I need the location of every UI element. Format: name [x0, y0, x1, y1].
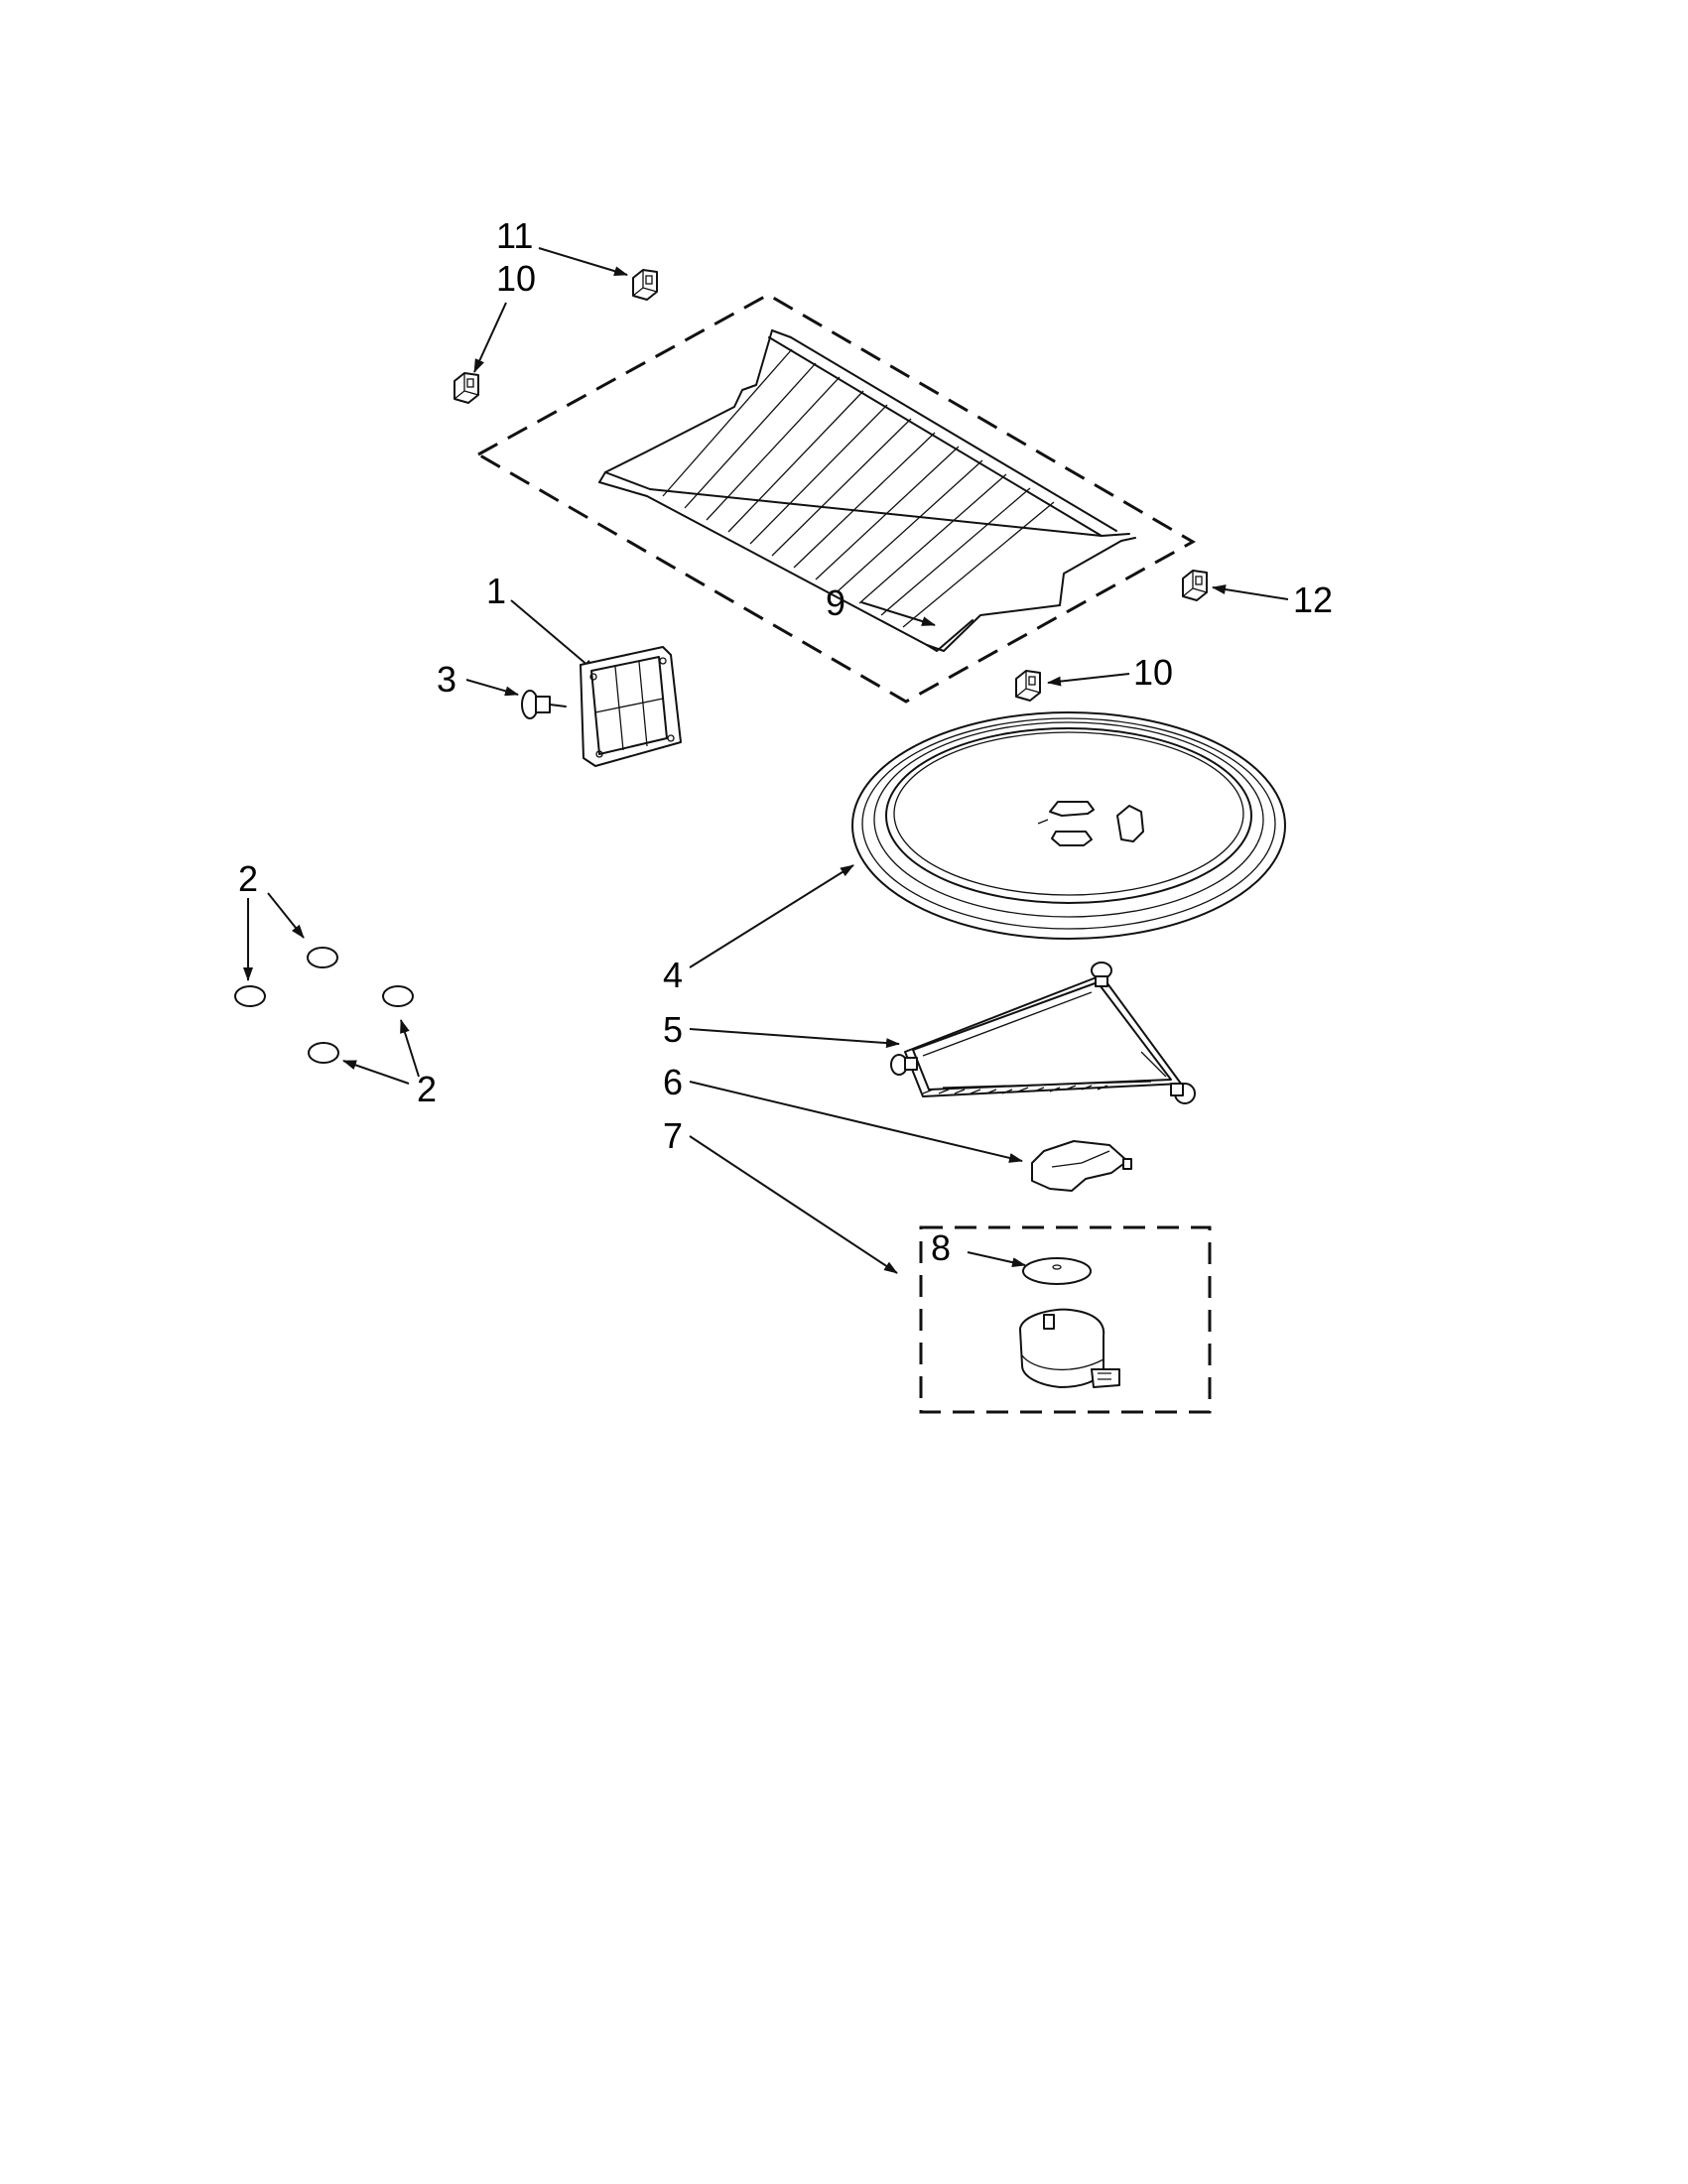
- part-10-clip-top: [454, 372, 479, 404]
- callout-7: 7: [663, 1115, 683, 1156]
- callout-2-top: 2: [238, 858, 258, 899]
- part-5-roller-ring: [890, 962, 1196, 1104]
- leader-1: [510, 599, 596, 673]
- callout-6: 6: [663, 1062, 683, 1102]
- leader-4: [689, 864, 854, 968]
- part-7-motor: [1019, 1308, 1120, 1388]
- callout-11: 11: [496, 215, 533, 256]
- part-2-foot-d: [308, 1042, 339, 1064]
- part-1-cover: [580, 646, 682, 767]
- leader-8: [967, 1251, 1026, 1268]
- callout-4: 4: [663, 955, 683, 995]
- motor-outline: [919, 1225, 1212, 1414]
- leader-2-left: [342, 1060, 410, 1085]
- leader-3: [465, 679, 519, 697]
- part-6-coupler: [1031, 1140, 1132, 1192]
- leader-11: [538, 247, 628, 277]
- part-8-cam: [1022, 1257, 1092, 1285]
- leader-6: [689, 1081, 1023, 1163]
- leader-5: [689, 1028, 900, 1049]
- callout-10-top: 10: [496, 258, 536, 299]
- callout-8: 8: [931, 1227, 951, 1268]
- callout-5: 5: [663, 1009, 683, 1050]
- part-4-turntable: [851, 711, 1286, 940]
- part-9-rack: [598, 329, 1136, 652]
- callout-12: 12: [1293, 579, 1333, 620]
- leader-10-top: [473, 302, 507, 373]
- roller-left: [890, 1054, 918, 1076]
- callout-3: 3: [437, 659, 456, 700]
- leader-9: [860, 601, 936, 626]
- part-10-clip-bottom: [1015, 670, 1041, 702]
- leader-2-diag: [267, 892, 305, 939]
- roller-right: [1170, 1083, 1196, 1104]
- roller-top: [1091, 962, 1112, 987]
- leader-7: [689, 1135, 898, 1274]
- callout-1: 1: [486, 571, 506, 611]
- part-2-foot-a: [307, 947, 338, 968]
- part-11-clip: [632, 269, 658, 301]
- callout-2-bottom: 2: [417, 1069, 437, 1109]
- leader-12: [1212, 584, 1289, 600]
- callout-9: 9: [826, 582, 845, 623]
- part-2-foot-b: [234, 985, 266, 1007]
- rack-outline: [474, 293, 1197, 704]
- part-12-clip: [1182, 570, 1208, 601]
- callout-10-bottom: 10: [1133, 652, 1173, 693]
- part-2-foot-c: [382, 985, 414, 1007]
- leader-10-bottom: [1047, 673, 1130, 687]
- part-3-screw: [521, 690, 567, 719]
- leader-2-up: [400, 1019, 420, 1078]
